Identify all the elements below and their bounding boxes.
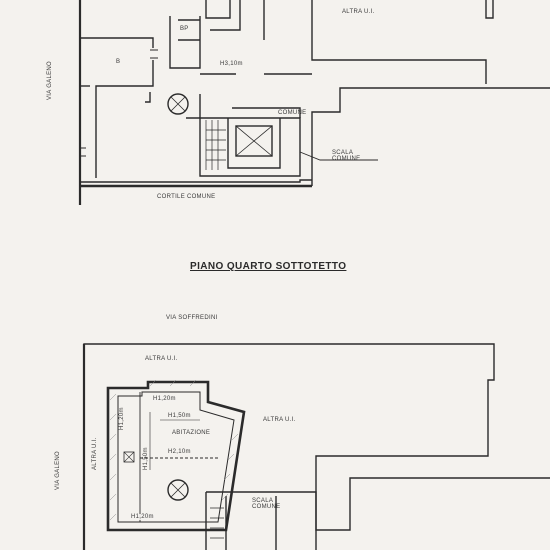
lower-height-left-label: H1,20m [119,407,125,430]
upper-comune-label: COMUNE [278,110,307,116]
lower-height-inner-label: H1,50m [143,447,149,470]
lower-height-mid-label: H1,50m [168,413,191,419]
upper-altra-ui-label: ALTRA U.I. [342,9,375,15]
lower-abitazione-label: ABITAZIONE [172,430,211,436]
lower-plan-hatching [109,379,239,521]
upper-room-bp-label: BP [180,26,189,32]
lower-altra-ui-right-label: ALTRA U.I. [263,417,296,423]
lower-altra-ui-left-label: ALTRA U.I. [92,437,98,470]
lower-height-top-label: H1,20m [152,396,177,402]
upper-scala-comune-label: SCALA COMUNE [332,150,361,162]
upper-height-label: H3,10m [220,61,243,67]
lower-scala-comune-label: SCALA COMUNE [252,498,281,510]
lower-via-sofredini-label: VIA SOFFREDINI [166,315,218,321]
lower-plan-walls [82,343,550,550]
upper-plan-walls [78,0,550,205]
upper-room-b-label: B [116,59,121,65]
lower-height-bottom-label: H1,20m [130,514,155,520]
upper-via-galeno-label: VIA GALENO [47,60,53,100]
lower-height-main-label: H2,10m [168,449,191,455]
lower-via-galeno-label: VIA GALENO [55,450,61,490]
floor-heading: PIANO QUARTO SOTTOTETTO [190,261,347,272]
lower-altra-ui-top-label: ALTRA U.I. [145,356,178,362]
upper-cortile-comune-label: CORTILE COMUNE [157,194,216,200]
